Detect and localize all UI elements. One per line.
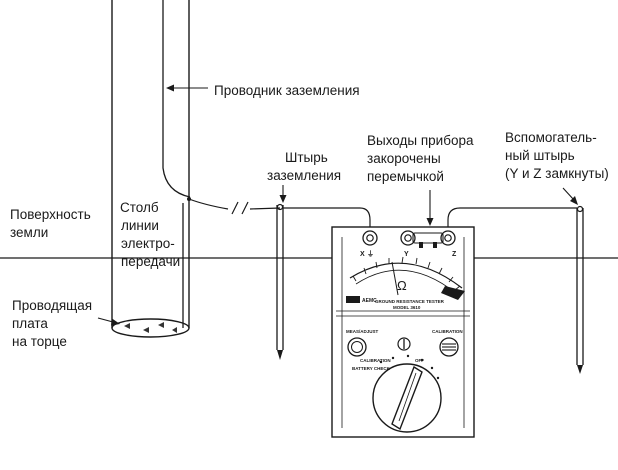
meas-adjust-button	[347, 337, 367, 357]
switch-label-calibration: CALIBRATION	[360, 358, 391, 363]
wire-after-break	[249, 207, 281, 210]
switch-label-off: OFF	[415, 358, 424, 363]
label-pole-line1: Столб	[120, 200, 159, 215]
label-ground-conductor: Проводник заземления	[214, 83, 360, 98]
auxiliary-rod	[576, 205, 584, 374]
label-output-line2: закорочены	[367, 151, 441, 166]
label-plate-line1: Проводящая	[12, 298, 92, 313]
calibration-knob	[439, 337, 459, 357]
terminal-x	[362, 230, 378, 246]
label-aux-line1: Вспомогатель-	[505, 130, 597, 145]
jumper-bar	[412, 232, 444, 244]
label-surface-line1: Поверхность	[10, 207, 91, 222]
wire-break-mark-2	[241, 201, 249, 215]
label-pole-line3: электро-	[121, 236, 175, 251]
ground-conductor-wire	[162, 0, 191, 198]
wire-to-terminal-z	[447, 207, 577, 232]
terminal-z-label: Z	[452, 251, 457, 258]
label-pole-line4: передачи	[121, 254, 180, 269]
model-title: GROUND RESISTANCE TESTER	[375, 299, 445, 304]
brand-name: AEMC	[362, 298, 377, 304]
plate-hatch-marks	[124, 322, 177, 333]
brand-logo-icon	[346, 296, 360, 303]
label-output-line3: перемычкой	[367, 169, 444, 184]
jumper-leg	[419, 242, 423, 248]
terminal-x-label: X	[360, 251, 365, 258]
utility-pole	[111, 0, 190, 338]
ground-rod	[276, 203, 284, 360]
jumper-leg	[433, 242, 437, 248]
dial-arc-inner	[355, 269, 458, 295]
meas-adjust-label: MEAS/ADJUST	[346, 329, 379, 334]
label-rod-line1: Штырь	[285, 150, 328, 165]
label-pole-line2: линии	[121, 218, 159, 233]
terminal-z	[440, 230, 456, 246]
meter-needle	[391, 261, 399, 296]
model-number: MODEL 3610	[393, 305, 421, 310]
range-selector-switch	[372, 363, 442, 433]
indicator-lamp	[397, 337, 411, 351]
label-aux-line3: (Y и Z замкнуты)	[505, 166, 609, 181]
label-surface-line2: земли	[10, 225, 48, 240]
ohm-symbol: Ω	[397, 278, 407, 293]
leader-arrows	[97, 84, 578, 326]
label-output-line1: Выходы прибора	[367, 133, 474, 148]
switch-position-marks	[379, 354, 440, 380]
switch-label-battery: BATTERY CHECK	[352, 366, 391, 371]
dial-ticks	[352, 256, 461, 291]
label-plate-line2: плата	[12, 316, 48, 331]
label-rod-line2: заземления	[267, 168, 341, 183]
label-plate-line3: на торце	[12, 334, 67, 349]
terminal-y	[400, 230, 416, 246]
ground-resistance-tester: X ⏚ Y Z Ω AEMC GROUND RESISTANCE TESTER …	[331, 226, 475, 438]
wire-to-break	[188, 198, 229, 210]
conductive-plate	[111, 318, 190, 338]
dial-scale-band	[441, 286, 465, 300]
ground-symbol-icon: ⏚	[367, 250, 374, 258]
wire-break-mark-1	[231, 201, 239, 215]
wire-to-terminal-x	[283, 207, 371, 232]
calibration-label: CALIBRATION	[432, 329, 463, 334]
dial-arc	[349, 262, 463, 289]
label-aux-line2: ный штырь	[505, 148, 575, 163]
terminal-y-label: Y	[404, 251, 409, 258]
